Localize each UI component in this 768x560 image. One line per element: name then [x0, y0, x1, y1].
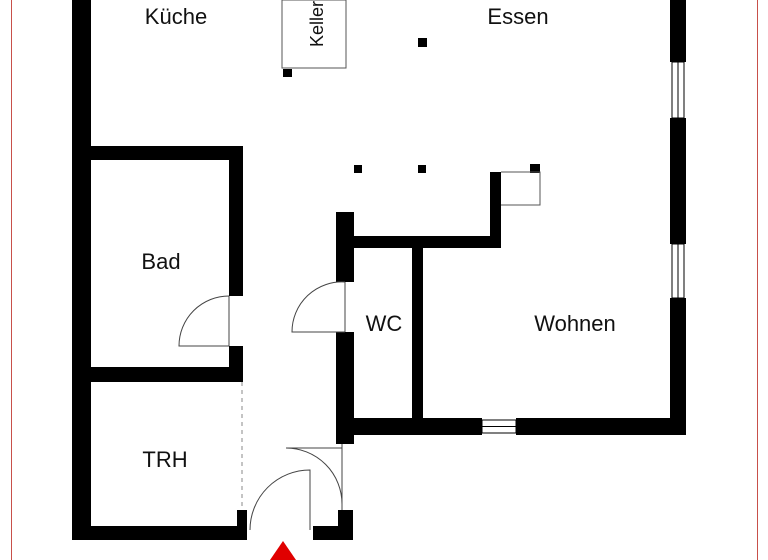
- entrance-arrow-icon: [270, 541, 296, 560]
- wall-bottom-left: [72, 526, 247, 540]
- doors: [178, 281, 346, 531]
- room-label-essen: Essen: [487, 4, 548, 29]
- wall-right-lower: [670, 298, 686, 435]
- wall-bad-top: [91, 146, 243, 160]
- column-marker: [354, 165, 362, 173]
- wall-wohnen-bottom-left: [336, 418, 482, 435]
- keller-box: [281, 0, 347, 69]
- column-marker: [283, 69, 292, 77]
- wall-right-mid: [670, 118, 686, 244]
- door-inner-swing: [285, 447, 343, 505]
- room-label-bad: Bad: [141, 249, 180, 274]
- door-entrance-swing: [249, 469, 311, 531]
- column-marker: [418, 38, 427, 47]
- room-label-keller: Keller: [307, 1, 327, 47]
- wall-bad-bottom: [91, 367, 243, 382]
- wall-corner-post: [338, 510, 353, 540]
- room-label-wc: WC: [366, 311, 403, 336]
- wall-hall-right-lower: [336, 332, 354, 444]
- wall-step-post: [490, 172, 501, 248]
- walls: [72, 0, 686, 540]
- wall-left-outer: [72, 0, 91, 540]
- wall-wohnen-bottom-right: [516, 418, 686, 435]
- room-label-trh: TRH: [142, 447, 187, 472]
- column-marker: [530, 164, 540, 173]
- wall-wc-wohnen: [412, 236, 423, 418]
- room-label-kueche: Küche: [145, 4, 207, 29]
- windows: [481, 61, 685, 434]
- door-wc-swing: [291, 281, 346, 333]
- room-label-wohnen: Wohnen: [534, 311, 616, 336]
- wall-trh-post: [237, 510, 247, 540]
- wall-right-top: [670, 0, 686, 62]
- door-bad-swing: [178, 295, 230, 347]
- stairs: [501, 171, 541, 206]
- wall-bad-right-upper: [229, 146, 243, 296]
- column-marker: [418, 165, 426, 173]
